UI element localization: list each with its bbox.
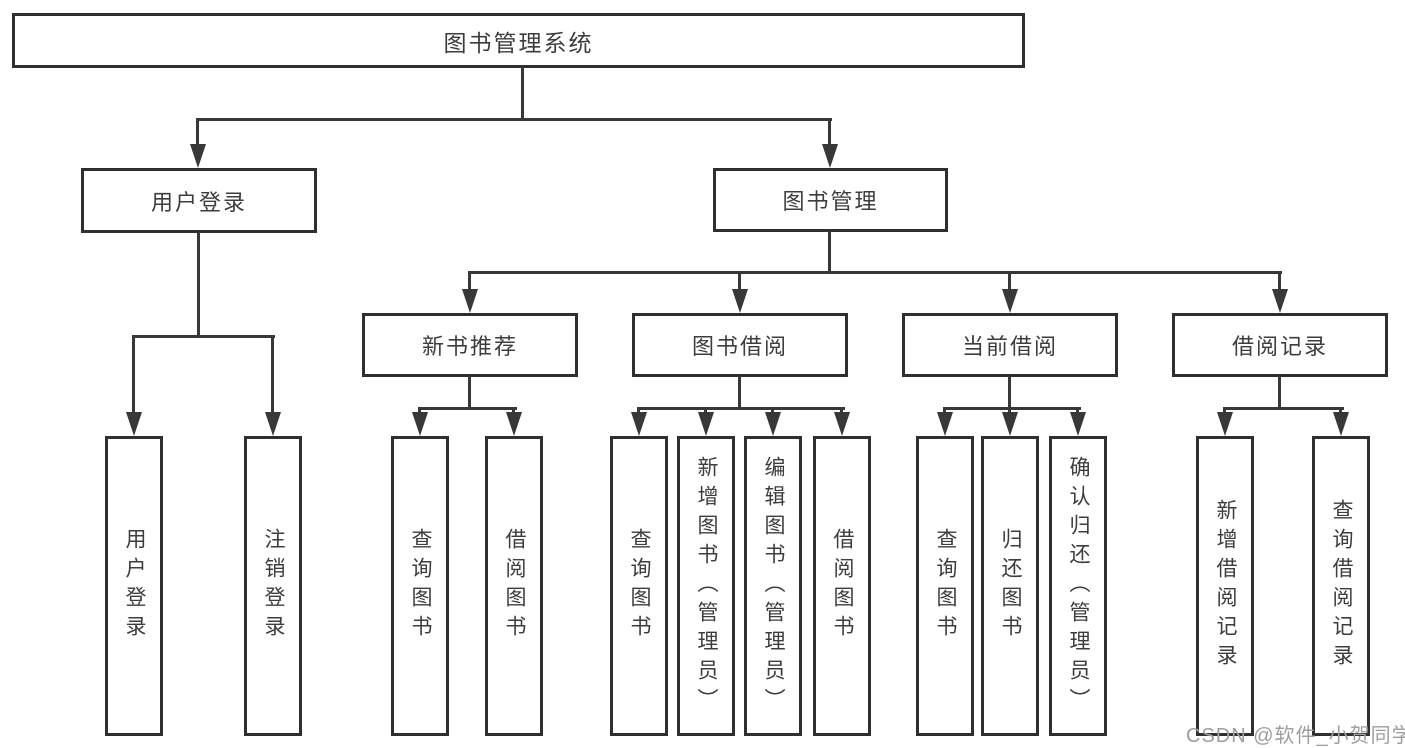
leaf-return-books: 归还图书 [981, 436, 1039, 736]
arrow-down-icon [190, 144, 206, 168]
arrow-down-icon [1070, 412, 1086, 436]
arrow-down-icon [698, 412, 714, 436]
connector-vline [828, 231, 831, 274]
node-book-management: 图书管理 [713, 168, 948, 232]
arrow-down-icon [265, 412, 281, 436]
arrow-down-icon [1002, 412, 1018, 436]
connector-vline [1008, 271, 1011, 293]
connector-vline [197, 232, 200, 338]
arrow-down-icon [412, 412, 428, 436]
arrow-down-icon [937, 412, 953, 436]
arrow-down-icon [1217, 412, 1233, 436]
arrow-down-icon [462, 289, 478, 313]
node-new-book-recommendation: 新书推荐 [362, 313, 578, 377]
arrow-down-icon [506, 412, 522, 436]
connector-vline [1278, 376, 1281, 410]
connector-vline [271, 335, 274, 417]
connector-vline [468, 376, 471, 410]
node-current-borrowing: 当前借阅 [902, 313, 1118, 377]
watermark: CSDN @软件_小贺同学 [1186, 725, 1405, 747]
leaf-user-login: 用户登录 [105, 436, 163, 736]
connector-vline [738, 271, 741, 293]
leaf-query-books-2: 查询图书 [610, 436, 668, 736]
node-borrowing-records: 借阅记录 [1172, 313, 1388, 377]
arrow-down-icon [732, 289, 748, 313]
leaf-query-books-3: 查询图书 [916, 436, 974, 736]
connector-vline [1008, 376, 1011, 410]
arrow-down-icon [631, 412, 647, 436]
connector-hline [418, 407, 517, 410]
connector-vline [196, 118, 199, 150]
connector-vline [132, 335, 135, 417]
node-root: 图书管理系统 [12, 13, 1025, 68]
leaf-query-books-1: 查询图书 [391, 436, 449, 736]
connector-hline [132, 335, 275, 338]
leaf-logout: 注销登录 [244, 436, 302, 736]
node-book-borrowing: 图书借阅 [632, 313, 848, 377]
arrow-down-icon [834, 412, 850, 436]
leaf-borrow-books-2: 借阅图书 [813, 436, 871, 736]
connector-vline [468, 271, 471, 293]
connector-hline [468, 271, 1282, 274]
connector-vline [738, 376, 741, 410]
leaf-confirm-return-admin: 确认归还（管理员） [1049, 436, 1107, 736]
connector-vline [828, 118, 831, 150]
leaf-add-book-admin: 新增图书（管理员） [677, 436, 735, 736]
arrow-down-icon [1272, 289, 1288, 313]
leaf-add-borrow-record: 新增借阅记录 [1196, 436, 1254, 736]
connector-hline [943, 407, 1081, 410]
connector-vline [521, 67, 524, 120]
connector-hline [197, 118, 832, 121]
leaf-borrow-books-1: 借阅图书 [485, 436, 543, 736]
connector-hline [1223, 407, 1344, 410]
node-user-login: 用户登录 [81, 168, 317, 233]
arrow-down-icon [126, 412, 142, 436]
arrow-down-icon [1333, 412, 1349, 436]
connector-hline [637, 407, 845, 410]
arrow-down-icon [822, 144, 838, 168]
leaf-query-borrow-record: 查询借阅记录 [1312, 436, 1370, 736]
leaf-edit-book-admin: 编辑图书（管理员） [744, 436, 802, 736]
arrow-down-icon [765, 412, 781, 436]
connector-vline [1278, 271, 1281, 293]
arrow-down-icon [1002, 289, 1018, 313]
